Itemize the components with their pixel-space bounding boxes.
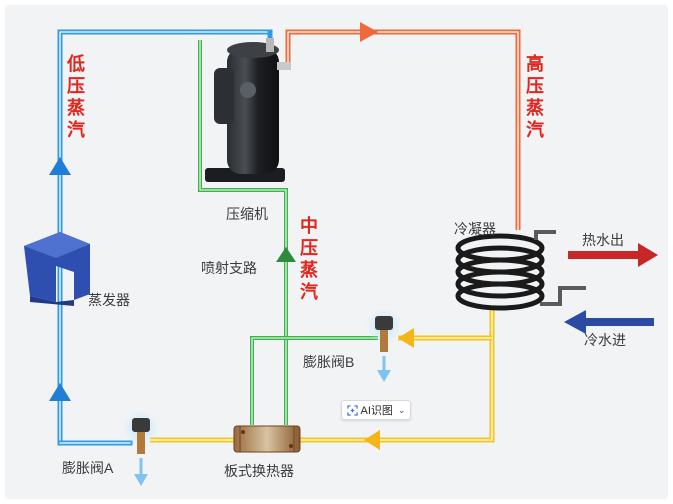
chevron-down-icon: ⌄ (397, 404, 406, 415)
plate-heat-exchanger-label: 板式换热器 (224, 463, 294, 479)
hot-water-out-arrow-icon (568, 243, 658, 267)
up-arrow-icon (49, 157, 71, 401)
diagram-panel (5, 5, 668, 499)
condenser-label: 冷凝器 (454, 221, 496, 237)
compressor-label: 压缩机 (226, 206, 268, 222)
high-pressure-line (285, 29, 521, 230)
plate-heat-exchanger-image (233, 425, 301, 453)
expansion-valve-b-image (366, 308, 402, 382)
high-pressure-vapor-label: 高压蒸汽 (526, 54, 544, 140)
hot-water-out-label: 热水出 (582, 232, 624, 248)
low-pressure-line (57, 29, 273, 446)
compressor-image (205, 38, 291, 182)
expansion-valve-b-label: 膨胀阀B (303, 354, 355, 370)
low-pressure-vapor-label: 低压蒸汽 (67, 54, 85, 140)
ai-recognize-label: AI识图 (360, 405, 393, 417)
ai-scan-icon (346, 404, 358, 416)
injection-up-arrow-icon (276, 247, 296, 262)
mid-pressure-vapor-label: 中压蒸汽 (300, 216, 318, 302)
expansion-valve-a-label: 膨胀阀A (62, 460, 114, 476)
cold-water-in-label: 冷水进 (584, 332, 626, 348)
right-arrow-icon (360, 22, 378, 42)
left-arrow-icon (364, 328, 414, 450)
condenser-coil-image (455, 230, 586, 311)
injection-line (198, 40, 378, 425)
injection-branch-label: 喷射支路 (201, 260, 257, 276)
ai-recognize-button[interactable]: AI识图 ⌄ (341, 400, 411, 420)
liquid-line (150, 305, 495, 443)
expansion-valve-a-image (123, 410, 159, 486)
evaporator-image (24, 232, 90, 306)
evaporator-label: 蒸发器 (88, 292, 130, 308)
cold-water-in-arrow-icon (564, 310, 654, 334)
